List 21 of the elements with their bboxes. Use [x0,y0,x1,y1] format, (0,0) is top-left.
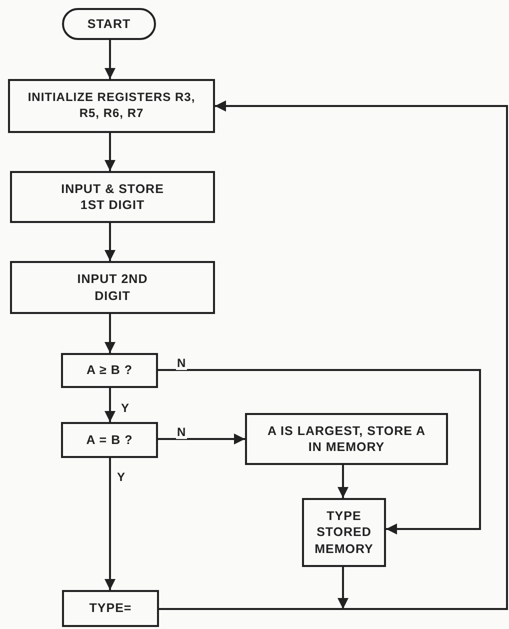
process-box: INITIALIZE REGISTERS R3, R5, R6, R7 [8,79,215,133]
process-box: TYPE STORED MEMORY [302,498,386,567]
edge-label: N [176,357,187,370]
arrow [104,40,116,79]
process-box: INPUT & STORE 1ST DIGIT [10,171,215,223]
arrow [158,100,508,610]
process-box: A IS LARGEST, STORE A IN MEMORY [245,413,448,465]
arrow [104,314,116,353]
arrow [104,133,116,171]
edge-label: N [176,426,187,440]
arrow [338,465,348,498]
arrow [158,369,481,534]
process-box: INPUT 2ND DIGIT [10,261,215,314]
arrow [104,388,116,422]
decision-box: A ≥ B ? [61,353,158,388]
terminal-box: START [62,8,156,40]
process-box: TYPE= [62,590,159,627]
arrow [158,434,245,444]
decision-box: A = B ? [61,422,158,458]
arrow [104,223,116,261]
arrow [104,458,116,590]
